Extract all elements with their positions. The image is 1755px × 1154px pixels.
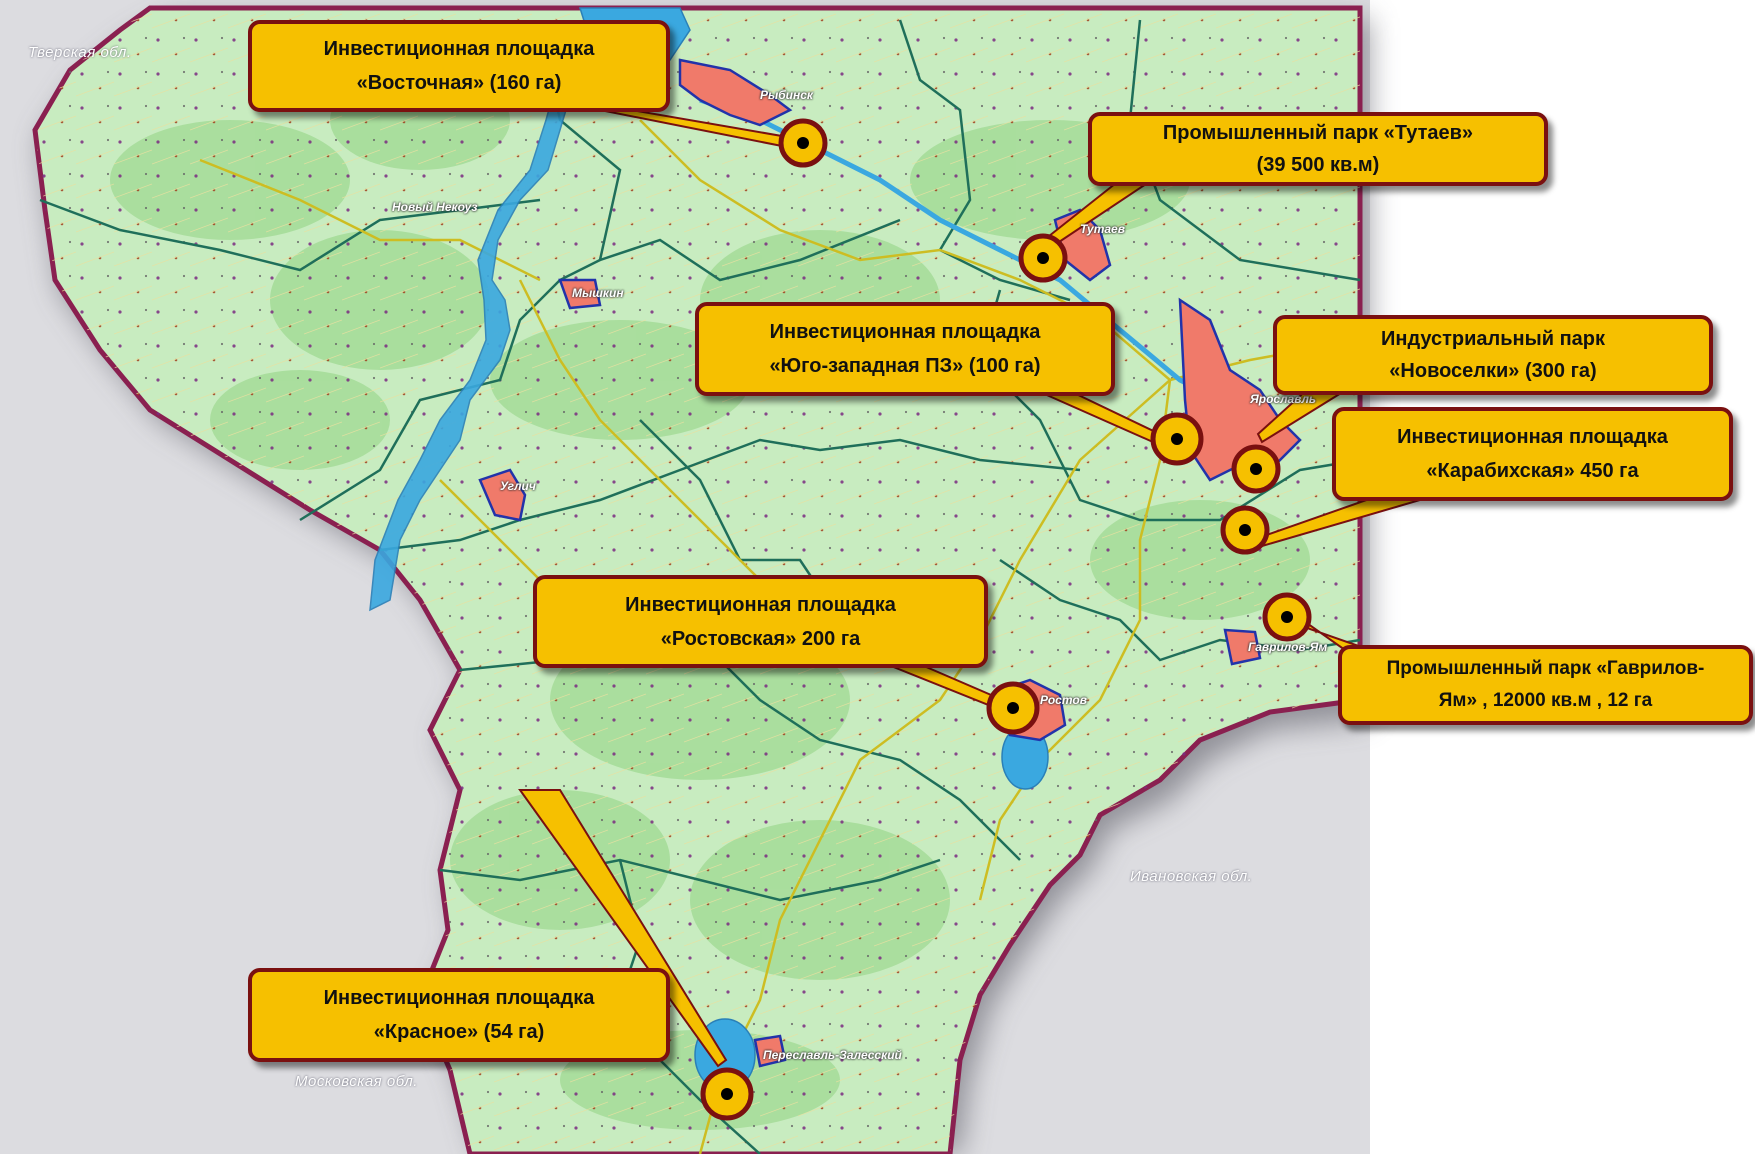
callout-detail: «Ростовская» 200 га bbox=[660, 627, 861, 650]
town-label-uglich: Углич bbox=[500, 479, 536, 493]
callout-title: Инвестиционная площадка bbox=[1397, 426, 1668, 448]
callout-rostov[interactable]: Инвестиционная площадка «Ростовская» 200 … bbox=[533, 575, 988, 668]
callout-yugo[interactable]: Инвестиционная площадка «Юго-западная ПЗ»… bbox=[695, 302, 1115, 396]
rybinsk-area bbox=[678, 58, 793, 127]
callout-title: Инвестиционная площадка bbox=[769, 321, 1041, 343]
callout-detail: «Восточная» (160 га) bbox=[356, 72, 562, 94]
callout-krasnoe[interactable]: Инвестиционная площадка «Красное» (54 га) bbox=[248, 968, 670, 1062]
town-label-gavrilov-yam: Гаврилов-Ям bbox=[1248, 640, 1328, 654]
callout-title: Инвестиционная площадка bbox=[323, 987, 595, 1009]
marker-tutaev[interactable] bbox=[1018, 233, 1068, 283]
pereslavl-area bbox=[753, 1034, 787, 1068]
map-margin bbox=[1370, 0, 1755, 1154]
marker-gavrilov[interactable] bbox=[1262, 592, 1312, 642]
callout-title: Инвестиционная площадка bbox=[625, 593, 896, 616]
moscow-region-label: Московская обл. bbox=[295, 1073, 418, 1090]
callout-detail: (39 500 кв.м) bbox=[1256, 154, 1380, 176]
volga-river bbox=[369, 68, 573, 612]
callout-title: Инвестиционная площадка bbox=[323, 38, 595, 60]
marker-krasnoe[interactable] bbox=[700, 1067, 754, 1121]
callout-vostochnaya[interactable]: Инвестиционная площадка «Восточная» (160 … bbox=[248, 20, 670, 112]
callout-detail: «Новоселки» (300 га) bbox=[1389, 360, 1597, 382]
marker-vostochnaya[interactable] bbox=[778, 118, 828, 168]
marker-rostov[interactable] bbox=[986, 681, 1040, 735]
uglich-area bbox=[478, 468, 527, 522]
town-label-pereslavl: Переславль-Залесский bbox=[763, 1048, 902, 1062]
callout-karabikh[interactable]: Инвестиционная площадка «Карабихская» 450… bbox=[1332, 407, 1733, 501]
callout-detail: «Красное» (54 га) bbox=[373, 1021, 545, 1043]
tver-region-label: Тверская обл. bbox=[28, 44, 132, 61]
town-label-tutaev: Тутаев bbox=[1080, 222, 1125, 236]
ivanovo-region-label: Ивановская обл. bbox=[1130, 868, 1253, 885]
callout-detail: «Карабихская» 450 га bbox=[1426, 460, 1639, 482]
town-label-novy-nekouz: Новый Некоуз bbox=[392, 200, 478, 214]
callout-gavrilov[interactable]: Промышленный парк «Гаврилов- Ям» , 12000 … bbox=[1338, 645, 1753, 725]
callout-title: Индустриальный парк bbox=[1380, 328, 1605, 350]
myshkin-area bbox=[558, 278, 602, 310]
marker-yugo[interactable] bbox=[1150, 412, 1204, 466]
marker-novoselki[interactable] bbox=[1231, 444, 1281, 494]
town-label-rybinsk: Рыбинск bbox=[760, 88, 814, 102]
site-markers[interactable] bbox=[700, 118, 1312, 1121]
town-label-yaroslavl: Ярославль bbox=[1250, 392, 1317, 406]
marker-karabikh[interactable] bbox=[1220, 505, 1270, 555]
town-label-rostov: Ростов bbox=[1040, 693, 1087, 707]
gavrilov-area bbox=[1223, 628, 1262, 666]
callout-tutaev[interactable]: Промышленный парк «Тутаев» (39 500 кв.м) bbox=[1088, 112, 1548, 186]
callout-detail: «Юго-западная ПЗ» (100 га) bbox=[769, 355, 1041, 377]
callout-title: Промышленный парк «Гаврилов- bbox=[1386, 658, 1705, 679]
callout-title: Промышленный парк «Тутаев» bbox=[1162, 122, 1474, 144]
callout-detail: Ям» , 12000 кв.м , 12 га bbox=[1438, 690, 1653, 711]
callout-novoselki[interactable]: Индустриальный парк «Новоселки» (300 га) bbox=[1273, 315, 1713, 395]
town-label-myshkin: Мышкин bbox=[572, 286, 624, 300]
